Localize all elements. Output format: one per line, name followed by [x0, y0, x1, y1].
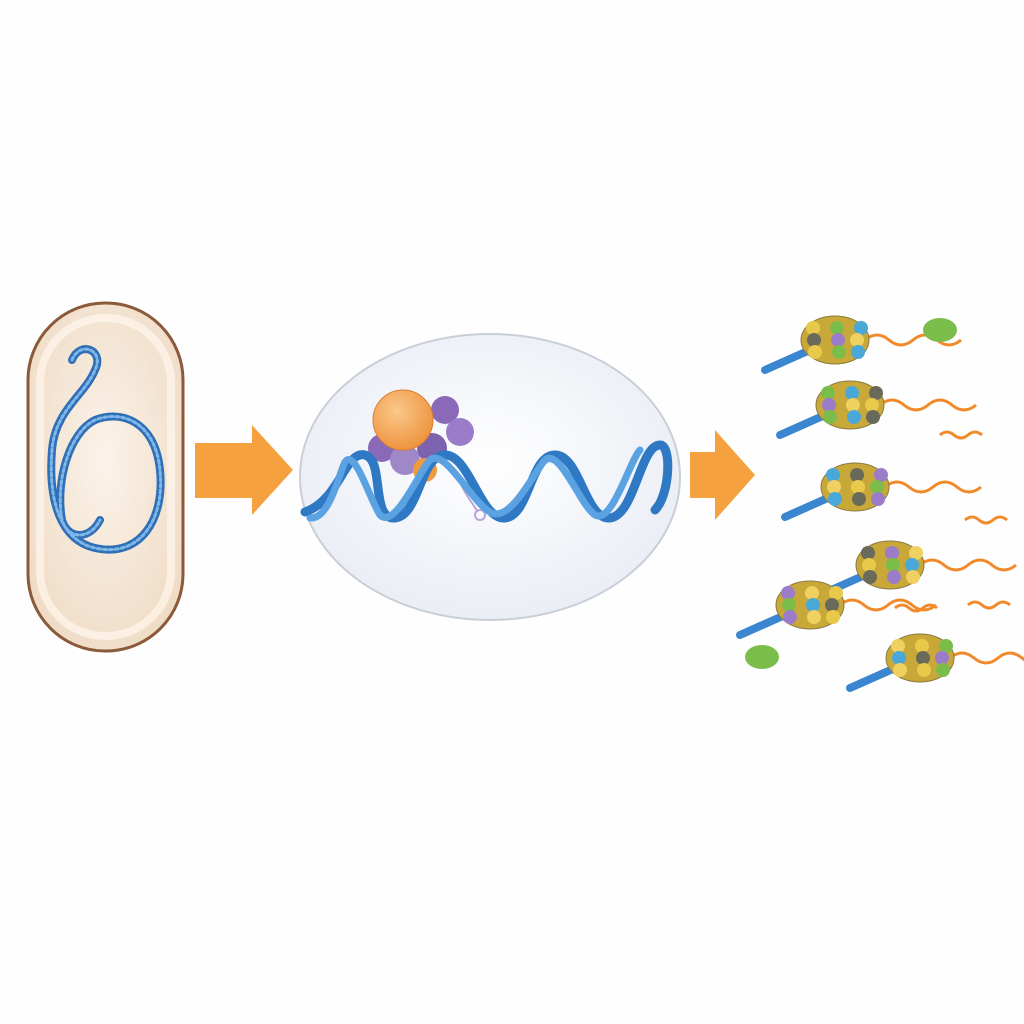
- small-protein-icon: [923, 318, 957, 342]
- small-protein-icon: [745, 645, 779, 669]
- process-arrow-1: [195, 425, 293, 515]
- peptide-fragment-icon: [939, 430, 983, 440]
- protein-complex-icon: [736, 580, 937, 639]
- peptide-fragment-icon: [894, 603, 938, 613]
- peptide-fragment-icon: [967, 600, 1011, 610]
- protein-complex-icon: [761, 315, 962, 374]
- process-arrow-2: [690, 430, 755, 520]
- dna-helix-icon: [300, 440, 673, 523]
- dna-protein-binding-panel: [299, 333, 681, 621]
- protein-complex-swarm: [736, 315, 1024, 692]
- protein-complex-icon: [816, 540, 1017, 599]
- protein-complex-icon: [781, 462, 982, 521]
- protein-complex-icon: [846, 633, 1024, 692]
- protein-complex-icon: [776, 380, 977, 439]
- bacterium-icon: [26, 301, 185, 653]
- circular-chromosome-icon: [47, 345, 165, 554]
- peptide-fragment-icon: [964, 515, 1008, 525]
